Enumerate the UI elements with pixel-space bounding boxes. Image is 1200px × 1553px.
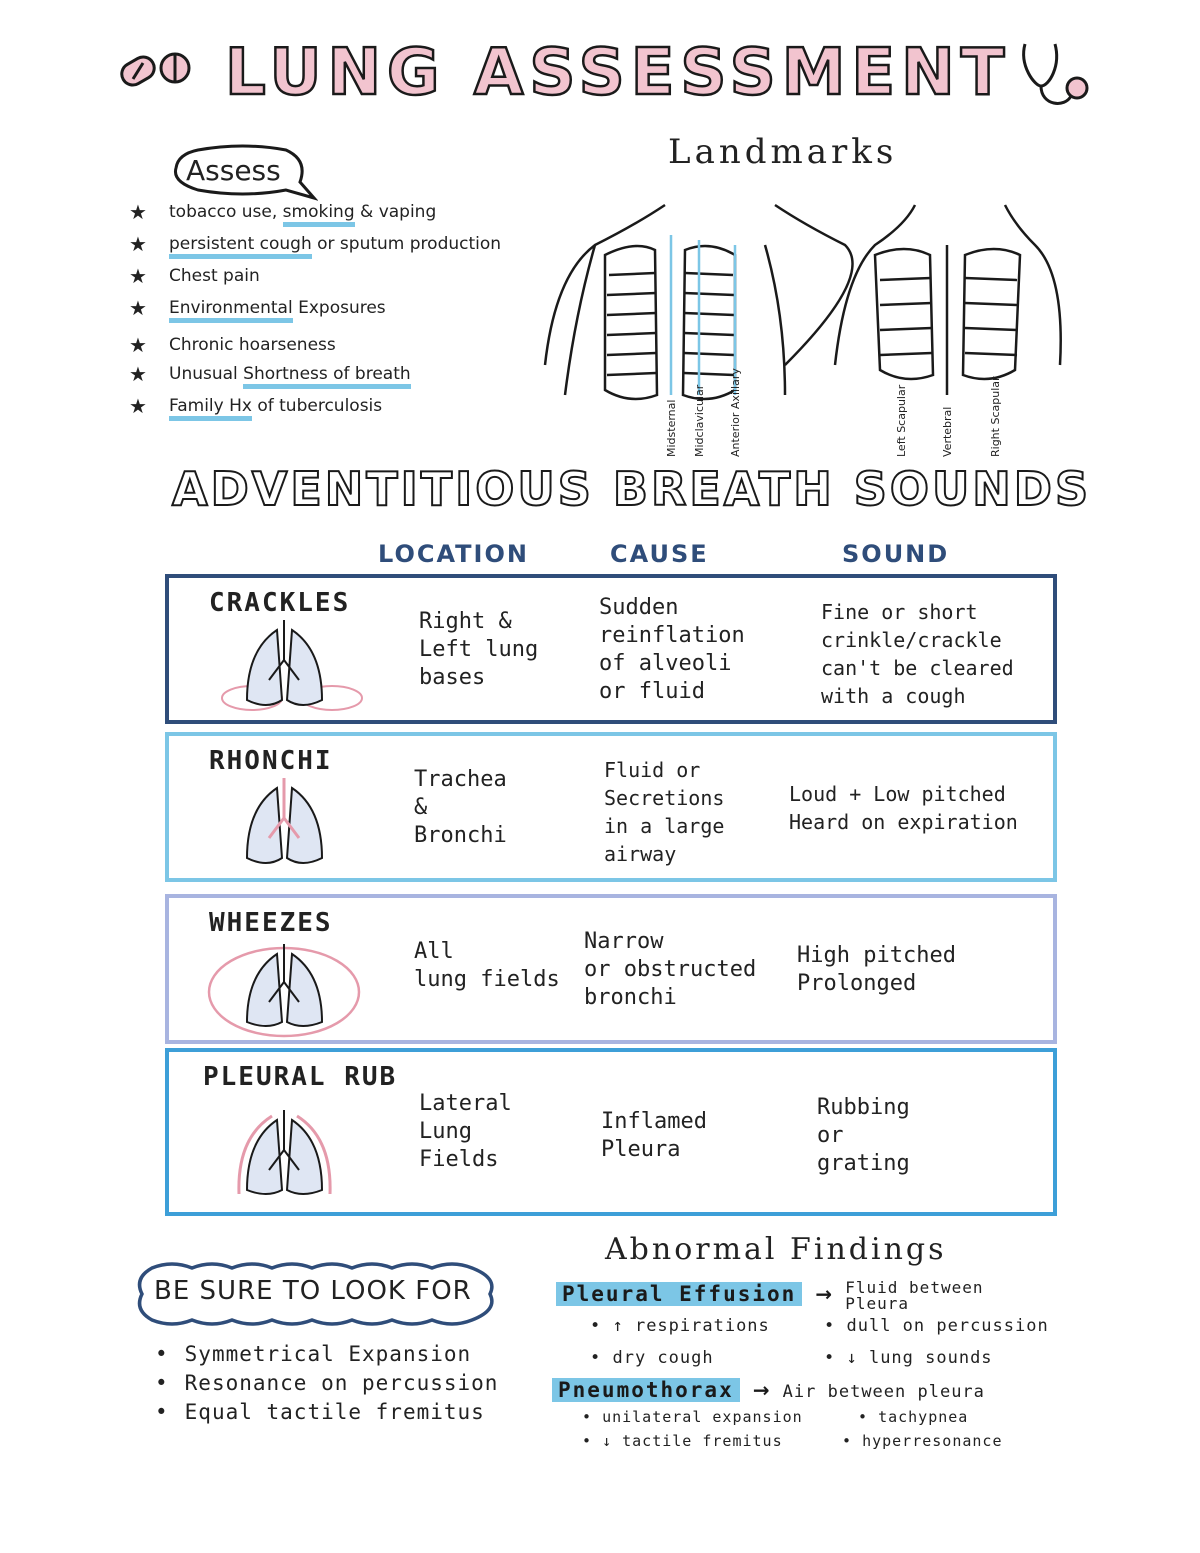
finding: • ↑ respirations [590, 1316, 770, 1336]
sound-cause: Narrow or obstructed bronchi [584, 929, 757, 1010]
sound-row-wheezes: WHEEZES All lung fields Narrow or obstru… [165, 894, 1057, 1044]
landmark-label: Anterior Axillary [729, 368, 742, 457]
column-header-sound: SOUND [842, 540, 950, 568]
list-item: Resonance on percussion [155, 1369, 555, 1398]
list-item: ★Chronic hoarseness [129, 333, 336, 357]
column-header-location: LOCATION [378, 540, 529, 568]
sound-description: Rubbing or grating [817, 1095, 910, 1176]
be-sure-heading: BE SURE TO LOOK FOR [154, 1276, 472, 1306]
adventitious-title: ADVENTITIOUS BREATH SOUNDS [171, 461, 1092, 517]
abnormal-findings-title: Abnormal Findings [605, 1232, 947, 1267]
star-icon: ★ [129, 264, 147, 288]
star-icon: ★ [129, 394, 147, 418]
finding: • tachypnea [858, 1408, 969, 1426]
finding: • dull on percussion [824, 1316, 1049, 1336]
condition-definition: Fluid between Pleura [845, 1278, 984, 1313]
column-header-cause: CAUSE [610, 540, 709, 568]
finding: • hyperresonance [842, 1432, 1003, 1450]
sound-description: High pitched Prolonged [797, 943, 956, 996]
assess-bubble: Assess [168, 142, 318, 204]
list-item: Symmetrical Expansion [155, 1340, 555, 1369]
sound-cause: Fluid or Secretions in a large airway [604, 758, 725, 866]
list-item: ★Environmental Exposures [125, 292, 555, 324]
condition-name: Pleural Effusion [556, 1281, 803, 1306]
landmark-label: Vertebral [941, 407, 954, 457]
sound-cause: Inflamed Pleura [601, 1109, 707, 1162]
lung-icon [221, 620, 363, 711]
star-icon: ★ [129, 232, 147, 256]
page-title: LUNG ASSESSMENT [224, 35, 1011, 112]
condition-name: Pneumothorax [552, 1378, 740, 1402]
list-item: ★tobacco use, smoking & vaping [125, 196, 555, 228]
list-item: ★Unusual Shortness of breath [125, 358, 555, 390]
lung-icon [237, 1110, 332, 1195]
finding: • ↓ tactile fremitus [582, 1432, 783, 1450]
star-icon: ★ [129, 333, 147, 357]
list-item: ★persistent cough or sputum production [125, 228, 555, 260]
landmark-label: Midsternal [665, 400, 678, 457]
sound-name: RHONCHI [209, 746, 333, 776]
pill-icon [120, 52, 191, 87]
be-sure-list: Symmetrical Expansion Resonance on percu… [155, 1340, 555, 1427]
condition-definition: Air between pleura [782, 1382, 985, 1402]
landmark-label: Right Scapular [989, 376, 1002, 457]
landmarks-diagram: Midsternal Midclavicular Anterior Axilla… [543, 203, 1062, 457]
condition-pleural-effusion: Pleural Effusion → Fluid between Pleura [556, 1280, 1056, 1312]
list-item: ★Family Hx of tuberculosis [125, 390, 555, 422]
sound-location: Lateral Lung Fields [419, 1091, 512, 1172]
stethoscope-icon [1022, 43, 1089, 105]
sound-location: Right & Left lung bases [419, 609, 539, 690]
finding: • ↓ lung sounds [824, 1348, 993, 1368]
assess-list: ★tobacco use, smoking & vaping ★persiste… [125, 196, 555, 422]
lung-icon [245, 778, 324, 864]
arrow-right-icon: → [752, 1378, 770, 1402]
star-icon: ★ [129, 362, 147, 386]
sound-row-pleural-rub: PLEURAL RUB Lateral Lung Fields Inflamed… [165, 1048, 1057, 1216]
arrow-right-icon: → [815, 1281, 833, 1306]
finding: • dry cough [590, 1348, 714, 1368]
star-icon: ★ [129, 296, 147, 320]
sound-description: Loud + Low pitched Heard on expiration [789, 782, 1018, 834]
finding: • unilateral expansion [582, 1408, 803, 1426]
sound-row-rhonchi: RHONCHI Trachea & Bronchi Fluid or Secre… [165, 732, 1057, 882]
star-icon: ★ [129, 200, 147, 224]
sound-name: CRACKLES [209, 588, 351, 618]
sound-location: All lung fields [414, 939, 560, 992]
landmark-label: Midclavicular [693, 384, 706, 457]
sound-location: Trachea & Bronchi [414, 767, 507, 848]
list-item: Equal tactile fremitus [155, 1398, 555, 1427]
list-item: ★Chest pain [125, 260, 555, 292]
be-sure-bubble: BE SURE TO LOOK FOR [132, 1258, 500, 1330]
title-banner: LUNG ASSESSMENT [115, 28, 1095, 118]
assess-heading: Assess [186, 154, 281, 187]
sound-name: WHEEZES [209, 908, 333, 938]
sound-description: Fine or short crinkle/crackle can't be c… [821, 600, 1014, 708]
landmarks-title: Landmarks [668, 132, 898, 172]
sound-cause: Sudden reinflation of alveoli or fluid [599, 595, 745, 704]
sound-row-crackles: CRACKLES Right & Left lung bases Sudden … [165, 574, 1057, 724]
lung-icon [207, 944, 361, 1038]
landmark-label: Left Scapular [895, 384, 908, 457]
sound-name: PLEURAL RUB [203, 1062, 398, 1092]
condition-pneumothorax: Pneumothorax → Air between pleura [552, 1378, 1062, 1402]
